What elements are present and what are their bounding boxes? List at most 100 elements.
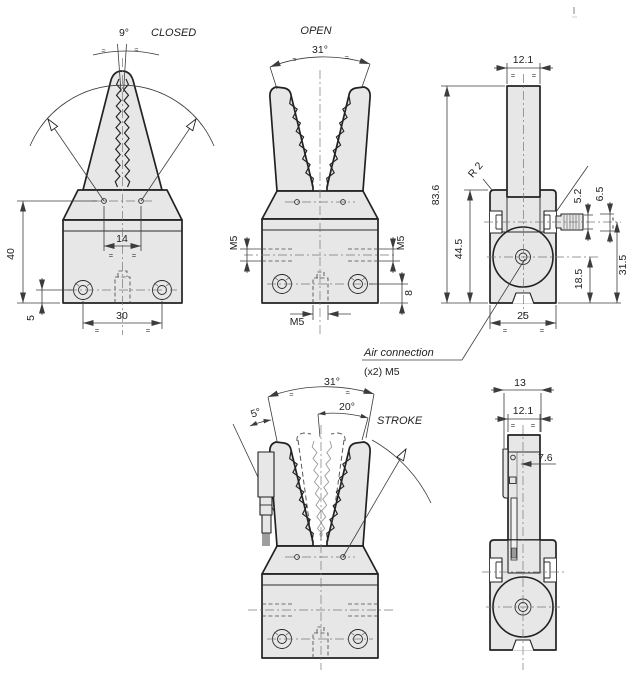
stroke-arc (371, 439, 432, 504)
sensor-tip2 (511, 547, 517, 559)
dimensions: M5 M5 8 M5 (228, 236, 415, 328)
dimensions: 13 12.1 = = 7.6 (491, 377, 556, 467)
stroke-open-angle-label: 31° (324, 376, 340, 388)
dim-label-7-6: 7.6 (538, 452, 553, 464)
open-angle-label: 31° (312, 44, 328, 56)
svg-text:=: = (289, 390, 295, 400)
swing-arrow-left (48, 119, 105, 202)
angle-annotation: 9° CLOSED = = (29, 27, 215, 202)
jaw-open-right (326, 86, 371, 192)
svg-text:=: = (133, 45, 140, 55)
svg-text:=: = (532, 71, 537, 80)
angle-annotation: 31° = = 20° 5° STROKE (249, 376, 432, 558)
view-side-top: 12.1 = = 83.6 44.5 R 2 5.2 6.5 = = (362, 54, 629, 378)
dim-label-30: 30 (116, 310, 128, 322)
sensor-bracket (502, 448, 509, 499)
view-closed-front: 9° CLOSED = = 40 5 14 = = 30 = = (5, 27, 215, 335)
air-connection-callout: Air connection (x2) M5 (362, 258, 526, 378)
pivot-pin-left (101, 198, 107, 204)
closed-angle-label: 5° (249, 406, 263, 421)
pivot-pin-left (294, 199, 300, 205)
air-connection-label: Air connection (363, 347, 434, 359)
stud-leader (555, 165, 589, 213)
jaw-teeth-left (289, 450, 314, 542)
svg-text:=: = (610, 217, 617, 221)
svg-text:=: = (95, 326, 100, 335)
closed-angle-arc (249, 418, 272, 427)
svg-text:=: = (132, 251, 137, 260)
open-angle-arc (267, 386, 375, 398)
svg-text:=: = (610, 225, 617, 229)
dim-label-40: 40 (5, 248, 17, 260)
svg-text:=: = (109, 251, 114, 260)
hidden-bottom-thread (312, 626, 329, 658)
hidden-side-thread-left (262, 248, 292, 262)
part-geometry (244, 70, 396, 335)
bottom-notch (511, 292, 535, 304)
jaw-teeth-left (114, 78, 122, 188)
sensor-cable (262, 532, 271, 546)
fillet-radius-label: R 2 (466, 160, 486, 180)
stroke-arrow (342, 449, 406, 558)
svg-text:=: = (531, 421, 536, 430)
jaw-open-left (269, 441, 314, 547)
dim-label-6-5: 6.5 (594, 187, 606, 202)
print-artifact (572, 7, 577, 18)
jaw-open-left (269, 86, 314, 192)
jaw-closed-ghost-left (296, 432, 313, 543)
gripper-body (261, 573, 379, 659)
jaw-teeth-right (326, 450, 351, 542)
part-geometry (62, 58, 183, 335)
dimensions: 40 5 14 = = 30 = = (5, 200, 163, 335)
svg-text:=: = (503, 326, 508, 335)
air-port-counterbore (515, 249, 531, 265)
proximity-sensor (257, 451, 275, 546)
dim-label-14: 14 (116, 233, 128, 245)
sensor-window (509, 476, 517, 484)
open-angle-arc (269, 56, 371, 68)
svg-text:=: = (540, 326, 545, 335)
swing-arrow-right (140, 119, 196, 202)
dim-label-12-1: 12.1 (513, 54, 534, 66)
jaw-open-right (326, 441, 371, 547)
closed-angle-arc (92, 50, 160, 56)
part-geometry (232, 423, 394, 670)
gripper-body-side (489, 189, 557, 304)
view-title-closed: CLOSED (151, 27, 196, 39)
dim-label-25: 25 (517, 310, 529, 322)
part-geometry (482, 425, 564, 670)
part-geometry (484, 74, 621, 318)
angle-annotation: OPEN 31° = = (269, 25, 371, 90)
gripper-shoulder (261, 545, 379, 575)
dim-label-13: 13 (514, 377, 526, 389)
stroke-angle-label: 20° (339, 401, 355, 413)
jaw-teeth-right (326, 95, 351, 187)
dim-label-31-5: 31.5 (617, 255, 629, 276)
pivot-pin-left (294, 554, 300, 560)
dim-label-8: 8 (403, 290, 415, 296)
svg-text:=: = (345, 388, 351, 398)
dim-label-5-2: 5.2 (572, 189, 584, 204)
svg-text:=: = (511, 71, 516, 80)
view-title-open: OPEN (300, 25, 331, 37)
svg-text:=: = (100, 46, 107, 56)
thread-label-bottom: M5 (290, 316, 305, 328)
sensor-screw (510, 454, 516, 461)
air-connection-spec: (x2) M5 (364, 366, 400, 378)
dim-label-83-6: 83.6 (430, 185, 442, 206)
dim-label-5: 5 (25, 315, 37, 321)
dim-label-18-5: 18.5 (573, 269, 585, 290)
ghost-teeth-right (319, 440, 333, 541)
dim-label-12-1b: 12.1 (513, 405, 534, 417)
svg-text:=: = (511, 421, 516, 430)
view-stroke-front: 31° = = 20° 5° STROKE (232, 376, 432, 670)
dim-label-44-5: 44.5 (453, 239, 465, 260)
thread-label-right: M5 (395, 236, 407, 251)
svg-text:=: = (292, 55, 298, 65)
thread-label-left: M5 (228, 236, 240, 251)
svg-text:=: = (146, 326, 151, 335)
jaw-teeth-left (289, 95, 314, 187)
svg-text:=: = (344, 53, 350, 63)
hidden-side-thread-right (348, 248, 378, 262)
